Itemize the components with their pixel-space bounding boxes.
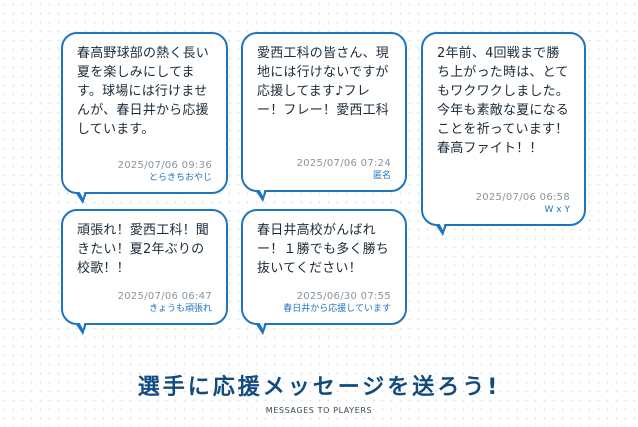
message-card[interactable]: 愛西工科の皆さん、現地には行けないですが応援してます♪フレー！フレー！愛西工科 … bbox=[241, 32, 407, 202]
message-date: 2025/07/06 07:24 bbox=[296, 158, 391, 169]
message-date: 2025/07/06 06:47 bbox=[117, 291, 212, 302]
message-card[interactable]: 春日井高校がんばれー！１勝でも多く勝ち抜いてください！ 2025/06/30 0… bbox=[241, 209, 407, 335]
message-author: 春日井から応援しています bbox=[283, 304, 391, 314]
message-meta: 2025/06/30 07:55 春日井から応援しています bbox=[283, 290, 391, 315]
section-subtitle: MESSAGES TO PLAYERS bbox=[265, 406, 373, 415]
message-text: 春高野球部の熱く長い夏を楽しみにしてます。球場には行けませんが、春日井から応援し… bbox=[77, 46, 210, 137]
message-text: 春日井高校がんばれー！１勝でも多く勝ち抜いてください！ bbox=[257, 223, 390, 276]
message-meta: 2025/07/06 09:36 とらきちおやじ bbox=[118, 159, 212, 184]
speech-tail bbox=[255, 187, 267, 202]
message-date: 2025/07/06 09:36 bbox=[117, 160, 212, 171]
message-author: とらきちおやじ bbox=[148, 173, 212, 183]
section-title: 選手に応援メッセージを送ろう! bbox=[137, 375, 501, 400]
message-meta: 2025/07/06 06:47 きょうも頑張れ bbox=[118, 290, 212, 315]
message-text: 愛西工科の皆さん、現地には行けないですが応援してます♪フレー！フレー！愛西工科 bbox=[257, 46, 390, 118]
speech-tail bbox=[75, 320, 87, 335]
message-text: 2年前、4回戦まで勝ち上がった時は、とてもワクワクしました。今年も素敵な夏になる… bbox=[437, 46, 570, 156]
message-card[interactable]: 頑張れ！愛西工科！聞きたい！夏2年ぶりの校歌！！ 2025/07/06 06:4… bbox=[61, 209, 228, 335]
message-card[interactable]: 2年前、4回戦まで勝ち上がった時は、とてもワクワクしました。今年も素敵な夏になる… bbox=[421, 32, 586, 236]
speech-tail bbox=[435, 221, 447, 236]
message-author: きょうも頑張れ bbox=[148, 304, 212, 314]
speech-tail bbox=[75, 189, 87, 204]
message-card[interactable]: 春高野球部の熱く長い夏を楽しみにしてます。球場には行けませんが、春日井から応援し… bbox=[61, 32, 228, 204]
message-text: 頑張れ！愛西工科！聞きたい！夏2年ぶりの校歌！！ bbox=[77, 223, 210, 276]
message-author: W x Y bbox=[544, 205, 570, 215]
speech-tail bbox=[255, 320, 267, 335]
message-meta: 2025/07/06 06:58 W x Y bbox=[476, 191, 570, 216]
message-date: 2025/06/30 07:55 bbox=[296, 291, 391, 302]
message-author: 匿名 bbox=[372, 171, 391, 181]
message-date: 2025/07/06 06:58 bbox=[475, 192, 570, 203]
message-meta: 2025/07/06 07:24 匿名 bbox=[297, 157, 391, 182]
